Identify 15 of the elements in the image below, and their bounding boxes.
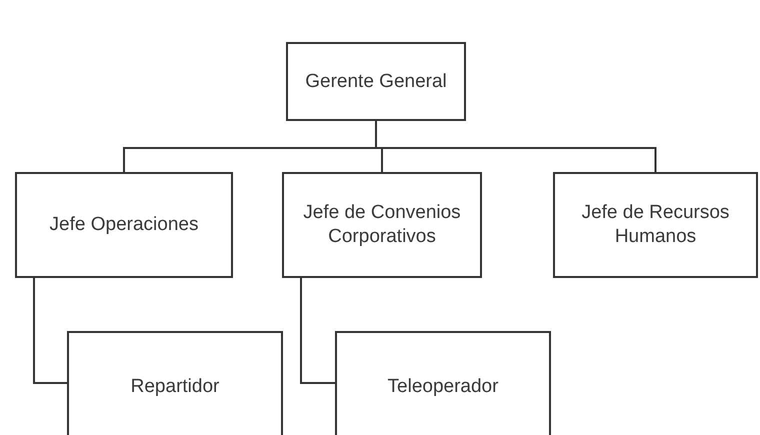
- position-title: Jefe de Convenios Corporativos: [302, 201, 462, 249]
- position-title: Gerente General: [305, 70, 447, 94]
- connector-line: [375, 121, 656, 172]
- position-title: Jefe de Recursos Humanos: [580, 201, 730, 249]
- org-chart-box: [286, 42, 466, 121]
- org-chart-box: [67, 331, 283, 435]
- position-title: Teleoperador: [388, 375, 498, 399]
- org-chart-box: [282, 172, 482, 278]
- org-chart-box: [553, 172, 758, 278]
- org-chart-box: [335, 331, 551, 435]
- position-title: Repartidor: [130, 375, 220, 399]
- position-title: Jefe Operaciones: [50, 213, 198, 237]
- connector-line: [300, 278, 335, 384]
- org-chart-box: [15, 172, 233, 278]
- connector-line: [33, 278, 67, 384]
